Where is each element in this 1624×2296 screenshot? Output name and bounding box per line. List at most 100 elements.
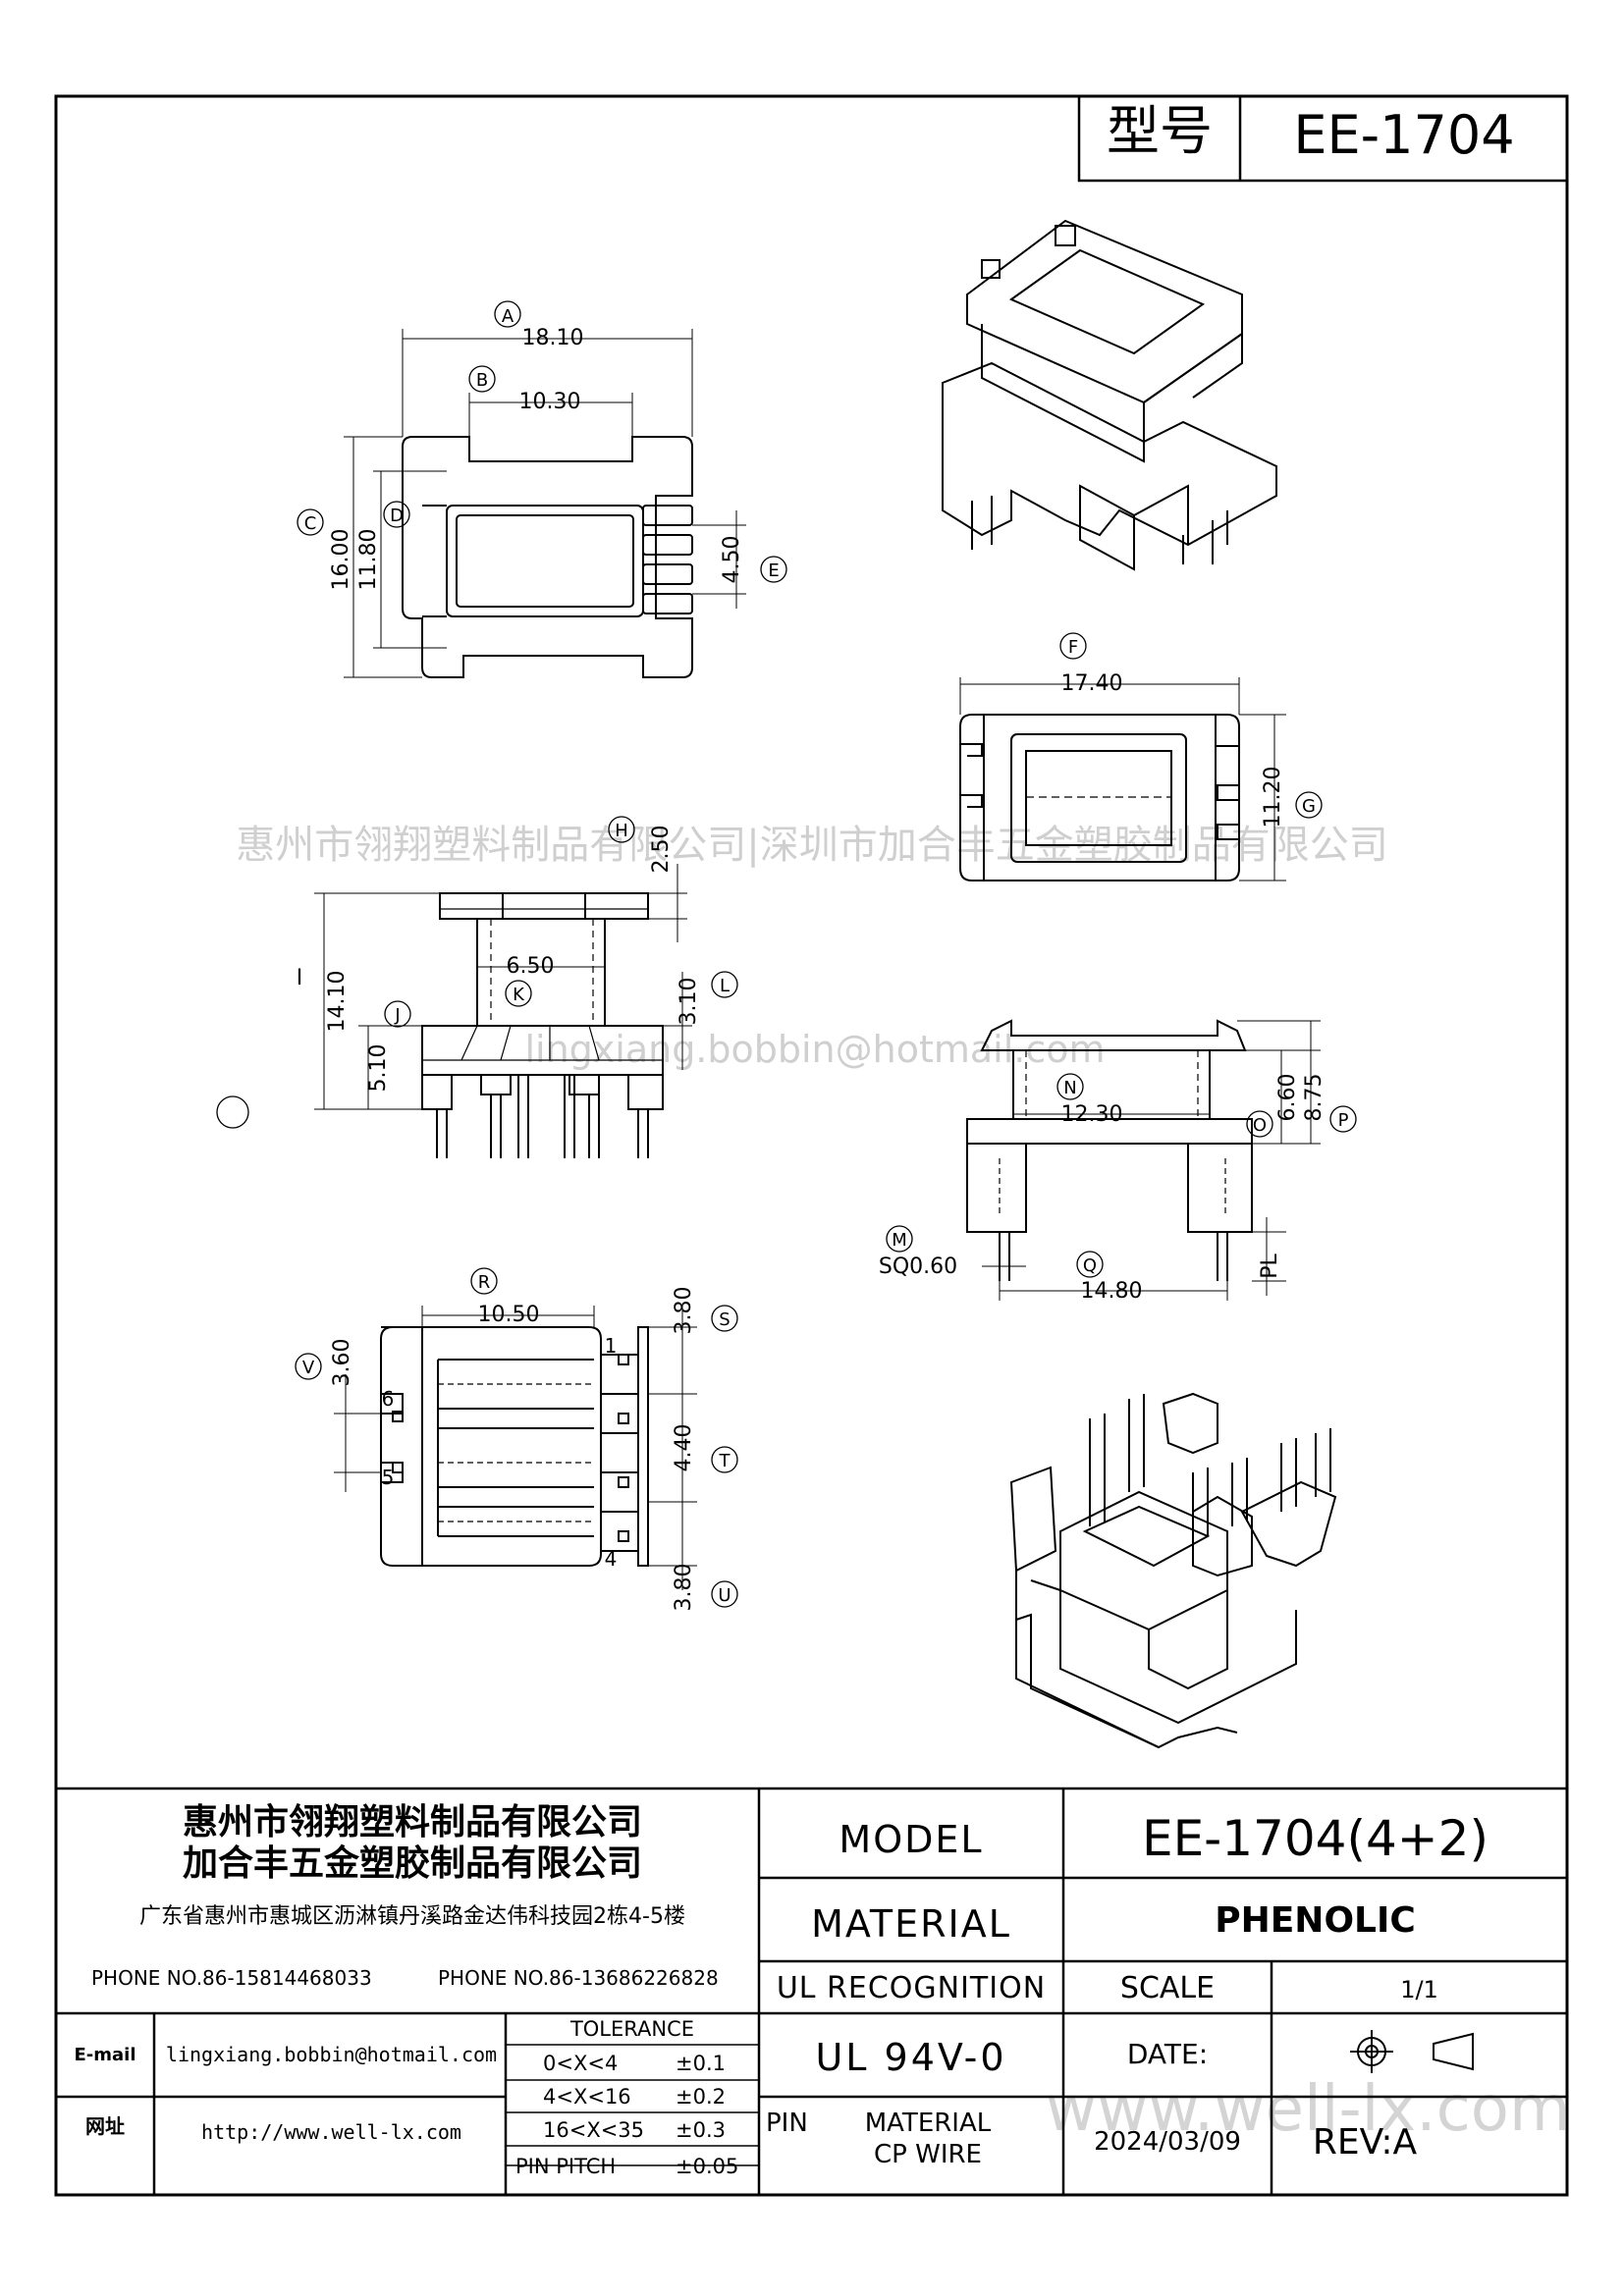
svg-text:N: N [1063,1078,1076,1098]
dim-j-value: 5.10 [366,1044,391,1093]
scale-value: 1/1 [1400,1976,1438,2003]
header-model-value: EE-1704 [1293,104,1514,166]
pin-4-label: 4 [605,1547,618,1571]
dim-s-bubble [711,1305,738,1332]
pin-6-label: 6 [382,1387,395,1411]
svg-text:O: O [1253,1115,1267,1136]
dim-e-value: 4.50 [720,536,744,584]
dim-v-value: 3.60 [330,1339,354,1387]
dim-r-bubble [470,1267,498,1295]
ul-recognition-label: UL RECOGNITION [776,1971,1047,2005]
material-value: PHENOLIC [1215,1900,1416,1941]
watermark-company: 惠州市翎翔塑料制品有限公司|深圳市加合丰五金塑胶制品有限公司 [236,823,1387,868]
svg-text:Q: Q [1083,1255,1097,1276]
dim-n-bubble [1056,1073,1084,1100]
dim-v-bubble [295,1353,322,1380]
dim-o-bubble [1246,1110,1273,1138]
svg-text:S: S [719,1309,730,1330]
dim-i-value: 14.10 [325,971,350,1033]
tolerance-row-2-tol: ±0.2 [676,2085,726,2109]
front-view [314,864,692,1158]
drawing-border [54,94,1569,2197]
pin-material-label: MATERIAL [864,2109,992,2138]
tolerance-row-3-tol: ±0.3 [676,2118,726,2142]
dim-l-bubble [711,971,738,998]
svg-text:R: R [478,1272,491,1293]
date-label: DATE: [1126,2038,1209,2070]
email-label: E-mail [74,2045,136,2065]
svg-text:K: K [513,985,525,1005]
dim-c-bubble [297,508,324,536]
dim-f-value: 17.40 [1061,671,1123,696]
svg-text:F: F [1068,637,1078,658]
header-box [1077,94,1569,183]
tolerance-row-3-range: 16<X<35 [543,2118,645,2142]
bottom-view [334,1306,697,1590]
dim-g-value: 11.20 [1261,767,1285,828]
svg-text:U: U [718,1585,731,1606]
dim-d-value: 11.80 [356,529,381,591]
web-value[interactable]: http://www.well-lx.com [201,2120,461,2144]
dim-h-value: 2.50 [649,826,674,874]
side-view [966,1019,1321,1301]
company-address: 广东省惠州市惠城区沥淋镇丹溪路金达伟科技园2栋4-5楼 [139,1904,685,1929]
dim-f-bubble [1059,632,1087,660]
tolerance-row-1-range: 0<X<4 [543,2052,619,2075]
dim-q-value: 14.80 [1081,1279,1143,1304]
dim-l-value: 3.10 [677,978,701,1026]
pin-5-label: 5 [382,1466,395,1489]
dim-m-value: SQ0.60 [879,1255,957,1279]
model-label: MODEL [839,1818,984,1861]
dim-n-value: 12.30 [1061,1102,1123,1127]
top-view-dim-labels: A 18.10 B 10.30 C 16.00 D 11.80 E 4.50 [297,300,787,591]
dim-a-value: 18.10 [522,326,584,350]
model-value: EE-1704(4+2) [1141,1810,1489,1867]
dim-u-value: 3.80 [672,1564,696,1612]
svg-text:V: V [302,1358,315,1378]
header-model-label: 型号 [1107,100,1213,162]
email-value[interactable]: lingxiang.bobbin@hotmail.com [165,2043,498,2066]
dim-k-bubble [505,980,532,1007]
material-label: MATERIAL [811,1902,1011,1946]
plan-view-right [959,677,1286,881]
title-block-lines [56,1787,1567,2195]
scale-label: SCALE [1119,1971,1216,2005]
svg-text:G: G [1302,796,1316,817]
dim-r-value: 10.50 [478,1303,540,1327]
svg-text:J: J [394,1005,400,1026]
pin-label: PIN [766,2109,808,2138]
date-value: 2024/03/09 [1094,2127,1241,2157]
svg-text:H: H [615,821,628,841]
svg-text:T: T [719,1451,731,1471]
iso-view-bottom [1009,1392,1337,1749]
svg-text:E: E [768,561,779,581]
dim-q-bubble [1076,1251,1104,1278]
dim-u-bubble [711,1580,738,1608]
tolerance-row-1-tol: ±0.1 [676,2052,726,2075]
dim-k-value: 6.50 [507,954,555,979]
svg-text:D: D [390,506,404,526]
top-view [344,329,746,678]
tolerance-row-4-tol: ±0.05 [676,2155,739,2178]
watermark-website: www.well-lx.com [1046,2073,1571,2146]
dim-t-value: 4.40 [672,1424,696,1472]
empty-bubble [216,1095,249,1129]
company-name-2: 加合丰五金塑胶制品有限公司 [182,1843,642,1884]
iso-view-top [942,219,1277,571]
dim-t-bubble [711,1446,738,1473]
svg-text:C: C [304,513,317,534]
dim-j-bubble [384,1000,411,1028]
pin-1-label: 1 [605,1334,618,1358]
dim-s-value: 3.80 [672,1287,696,1335]
pin-material-value: CP WIRE [874,2140,982,2169]
svg-text:B: B [476,370,488,391]
dim-a-bubble [494,300,521,328]
revision-label: REV:A [1312,2122,1418,2163]
dim-e-bubble [760,556,787,583]
web-label: 网址 [85,2114,125,2138]
svg-text:P: P [1338,1110,1349,1131]
dim-o-value: 6.60 [1275,1074,1300,1122]
dim-p-bubble [1329,1105,1357,1133]
dim-i-label: I [297,966,303,990]
